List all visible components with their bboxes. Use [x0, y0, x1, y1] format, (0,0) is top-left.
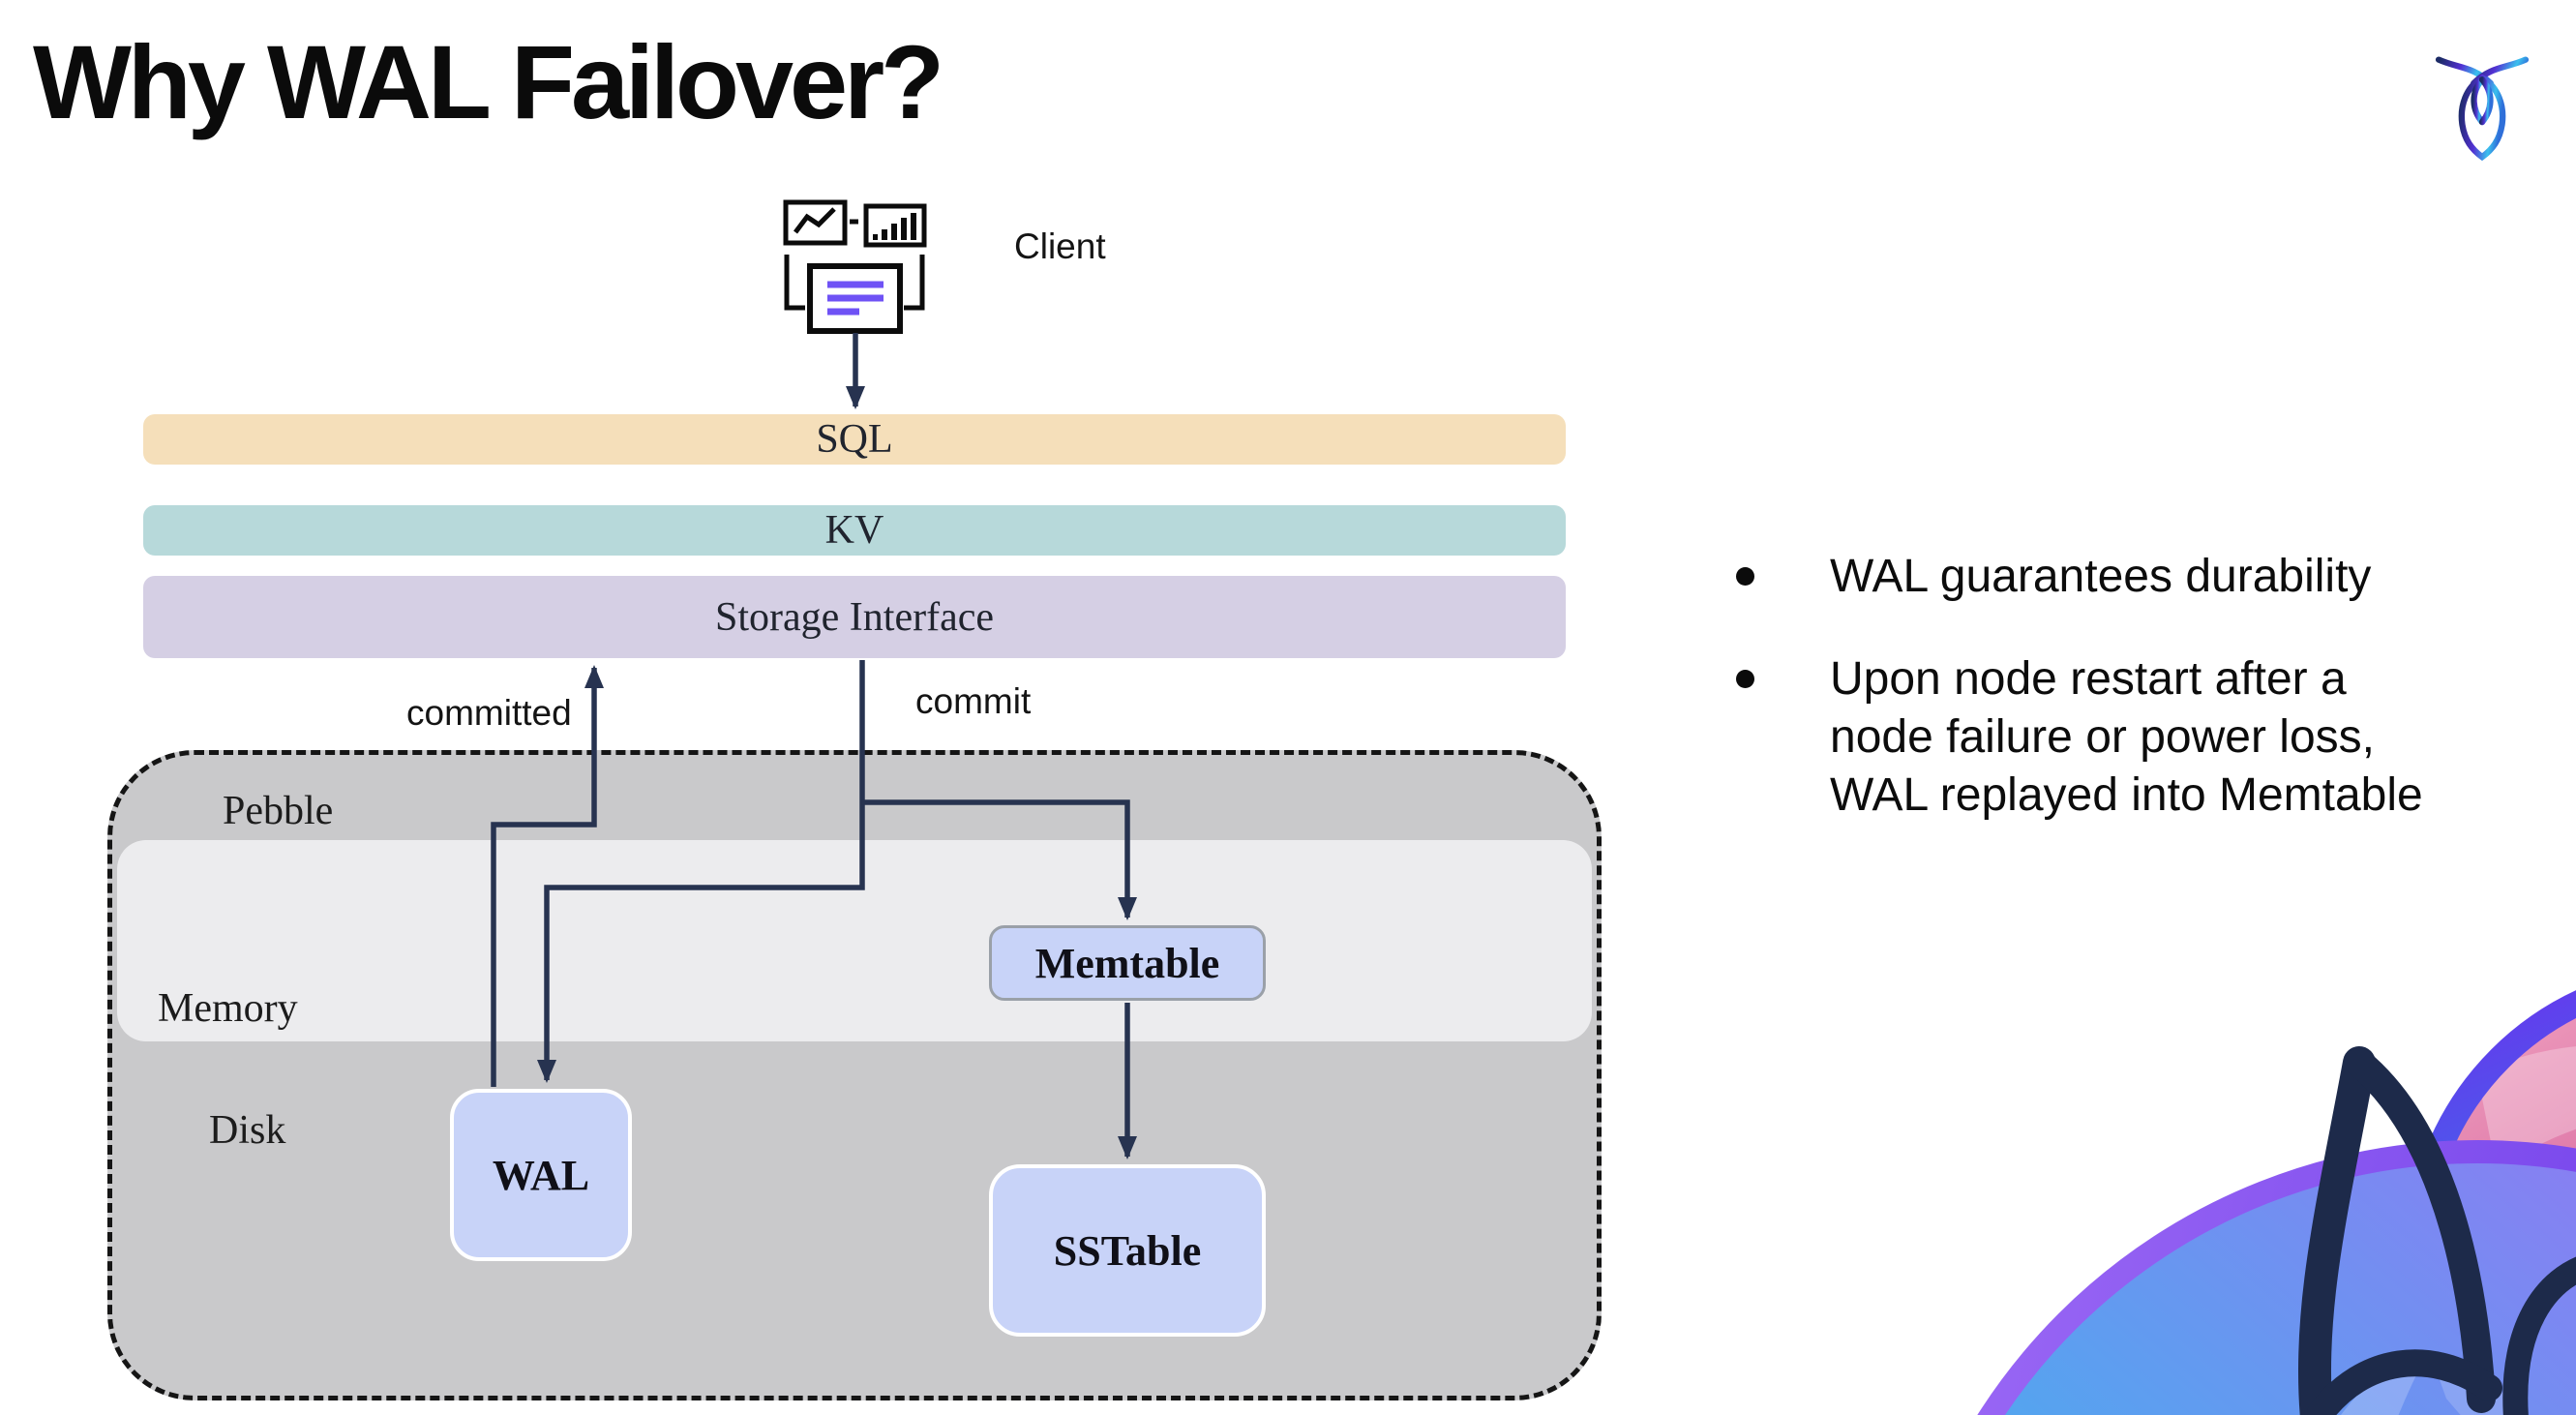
- layer-kv: KV: [143, 505, 1566, 556]
- sstable-box: SSTable: [989, 1164, 1266, 1337]
- layer-storage-interface: Storage Interface: [143, 576, 1566, 658]
- left-bracket-icon: [784, 255, 805, 311]
- bullet-list: WAL guarantees durability Upon node rest…: [1736, 548, 2576, 825]
- slide-title: Why WAL Failover?: [33, 23, 944, 140]
- right-bracket-icon: [904, 255, 925, 311]
- wal-box: WAL: [450, 1089, 632, 1261]
- pebble-label: Pebble: [223, 789, 334, 833]
- bullet-text: WAL guarantees durability: [1830, 548, 2371, 606]
- memory-label: Memory: [158, 986, 298, 1031]
- bullet-line: node failure or power loss,: [1830, 711, 2375, 763]
- bullet-line: Upon node restart after a: [1830, 653, 2347, 705]
- memory-band: [117, 840, 1592, 1041]
- bullet-line: WAL replayed into Memtable: [1830, 769, 2423, 821]
- line-chart-icon: [783, 199, 848, 246]
- bullet-dot-icon: [1736, 567, 1754, 586]
- bullet-item: WAL guarantees durability: [1736, 548, 2576, 606]
- layer-kv-label: KV: [824, 508, 884, 553]
- edge-label-commit: commit: [915, 681, 1032, 721]
- layer-sql-label: SQL: [816, 417, 893, 462]
- wal-label: WAL: [492, 1151, 590, 1199]
- bullet-item: Upon node restart after a node failure o…: [1736, 650, 2576, 825]
- sstable-label: SSTable: [1053, 1226, 1202, 1275]
- layer-sql: SQL: [143, 414, 1566, 465]
- brand-artwork: [1977, 990, 2576, 1415]
- edge-label-committed: committed: [406, 693, 572, 733]
- memtable-label: Memtable: [1034, 939, 1220, 987]
- bullet-dot-icon: [1736, 670, 1754, 688]
- bullet-text: Upon node restart after a node failure o…: [1830, 650, 2423, 825]
- memtable-box: Memtable: [989, 925, 1266, 1001]
- client-icon: [783, 199, 927, 334]
- layer-storage-interface-label: Storage Interface: [715, 594, 994, 640]
- bullet-line: WAL guarantees durability: [1830, 551, 2372, 602]
- bar-chart-icon: [863, 203, 927, 248]
- cockroachdb-logo-icon: [2435, 56, 2530, 162]
- disk-label: Disk: [209, 1108, 286, 1153]
- client-label: Client: [1014, 226, 1106, 266]
